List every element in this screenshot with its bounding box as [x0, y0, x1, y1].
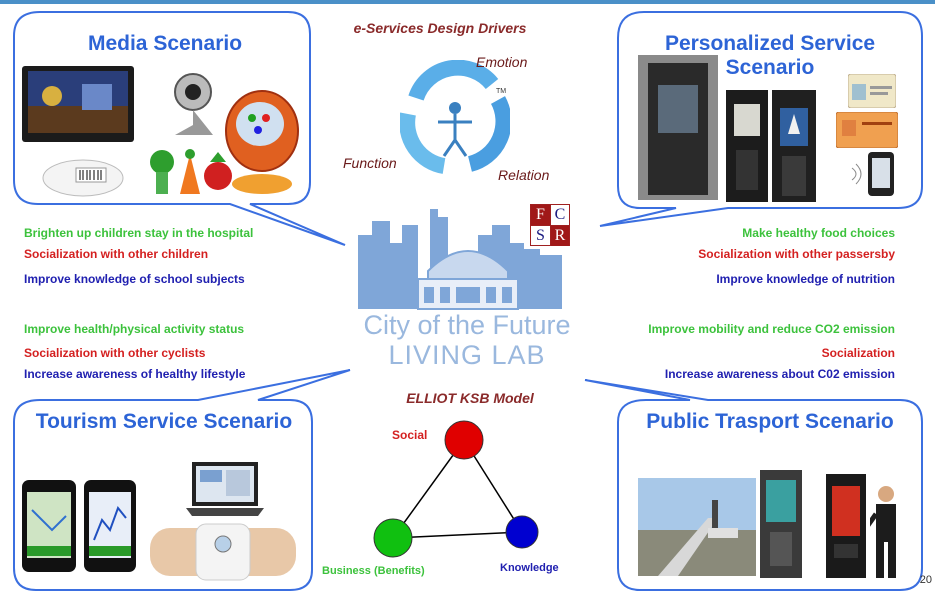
personalized-goal-1: Make healthy food choices	[742, 226, 895, 240]
ksb-model-title: ELLIOT KSB Model	[406, 390, 534, 406]
kiosk-screen-image	[726, 90, 768, 202]
game-monitor-image	[22, 66, 134, 142]
fcsr-letter-c: C	[550, 205, 569, 225]
kiosk-toy-image	[225, 90, 299, 194]
vending-kiosk-image	[638, 55, 718, 200]
info-totem-image	[826, 474, 866, 578]
fcsr-letter-r: R	[550, 225, 569, 246]
orange-card-image	[836, 112, 898, 148]
business-node	[373, 518, 413, 558]
transport-goal-3: Increase awareness about C02 emission	[664, 367, 895, 381]
fcsr-logo: F C S R	[530, 204, 570, 246]
fcsr-letter-s: S	[531, 225, 550, 246]
drivers-cycle-logo	[400, 60, 510, 174]
tourism-scenario-title: Tourism Service Scenario	[35, 410, 293, 433]
ksb-triangle-diagram	[373, 420, 539, 558]
media-goal-1: Brighten up children stay in the hospita…	[24, 226, 254, 240]
smartphone-nfc-image	[851, 152, 894, 196]
wristband-image	[42, 159, 124, 197]
webcam-image	[174, 73, 213, 135]
ksb-knowledge-label: Knowledge	[500, 562, 559, 574]
tourism-goal-2: Socialization with other cyclists	[24, 346, 206, 360]
fcsr-letter-f: F	[531, 205, 550, 225]
vegetable-characters-image	[150, 149, 232, 194]
ticket-kiosk-image	[760, 470, 802, 578]
transport-goal-1: Improve mobility and reduce CO2 emission	[648, 322, 895, 336]
city-skyline-graphic	[358, 209, 562, 310]
id-card-image	[848, 74, 896, 108]
living-lab-line2: LIVING LAB	[388, 340, 546, 370]
driver-relation: Relation	[498, 167, 550, 183]
page-number: 20	[919, 574, 932, 586]
personalized-goal-3: Improve knowledge of nutrition	[716, 272, 895, 286]
train-station-image	[638, 478, 756, 576]
personalized-goal-2: Socialization with other passersby	[698, 247, 895, 261]
media-scenario-title: Media Scenario	[87, 32, 243, 55]
driver-function: Function	[343, 155, 397, 171]
living-lab-line1: City of the Future	[363, 310, 571, 340]
laptop-image	[186, 462, 264, 516]
knowledge-node	[505, 515, 539, 549]
phone-chart-image	[84, 480, 136, 572]
driver-emotion: Emotion	[476, 54, 528, 70]
tourism-goal-3: Increase awareness of healthy lifestyle	[24, 367, 246, 381]
personalized-scenario-title: Personalized Service Scenario	[640, 32, 900, 80]
transport-scenario-title: Public Trasport Scenario	[646, 410, 894, 433]
personalized-title-line1: Personalized Service	[664, 32, 876, 55]
kiosk-display-image	[772, 90, 816, 202]
transport-goal-2: Socialization	[821, 346, 895, 360]
wearable-sensor-patch-image	[150, 523, 296, 581]
media-goal-2: Socialization with other children	[24, 247, 209, 261]
edge-business-knowledge	[392, 531, 523, 539]
design-drivers-title: e-Services Design Drivers	[353, 20, 527, 36]
trademark-mark: TM	[496, 88, 507, 95]
top-rule	[0, 0, 935, 4]
social-node	[444, 420, 484, 460]
tourism-goal-1: Improve health/physical activity status	[24, 322, 245, 336]
edge-social-business	[392, 439, 465, 539]
media-goal-3: Improve knowledge of school subjects	[24, 272, 245, 286]
person-using-totem-image	[870, 486, 896, 578]
ksb-social-label: Social	[392, 428, 428, 442]
personalized-title-line2: Scenario	[725, 56, 815, 79]
phone-map-image	[22, 480, 76, 572]
ksb-business-label: Business (Benefits)	[322, 565, 425, 577]
